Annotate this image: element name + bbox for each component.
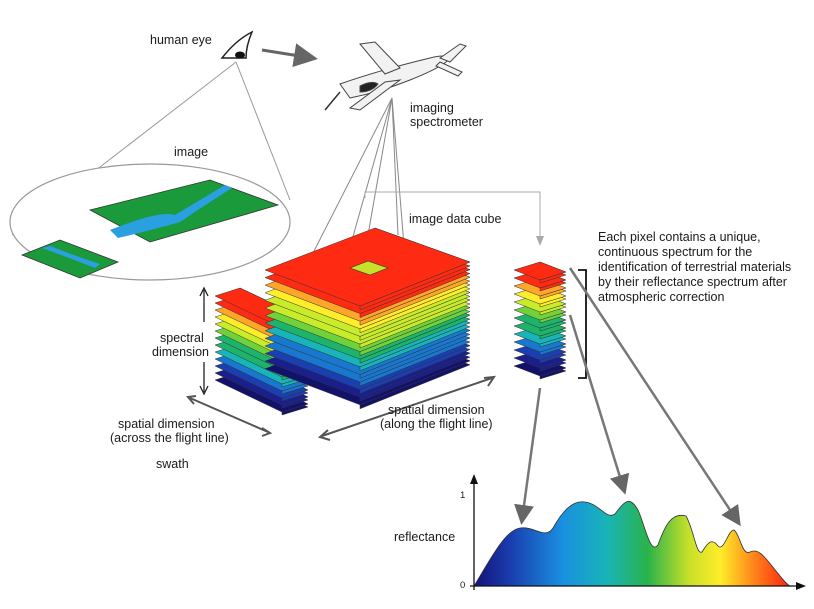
pixel-to-spectrum-arrows <box>514 267 741 527</box>
note-line-3: identification of terrestrial materials <box>598 260 791 274</box>
label-swath: swath <box>156 457 189 471</box>
eye-icon <box>220 30 254 59</box>
axis-label-zero: 0 <box>460 580 465 591</box>
label-image: image <box>174 145 208 159</box>
label-spectral: spectral <box>160 331 204 345</box>
data-cube-main-stack <box>264 227 471 410</box>
label-data-cube: image data cube <box>409 212 501 226</box>
scan-lines <box>311 97 544 266</box>
label-spectrometer: spectrometer <box>410 115 483 129</box>
spectrum-curve <box>473 501 791 587</box>
note-line-5: atmospheric correction <box>598 290 724 304</box>
across-flight-arrow <box>186 395 273 437</box>
note-line-2: continuous spectrum for the <box>598 245 752 259</box>
pixel-layer-top <box>513 261 567 281</box>
label-reflectance: reflectance <box>394 530 455 544</box>
airplane-icon <box>324 41 467 111</box>
spectral-dimension-arrow <box>199 286 209 396</box>
image-landscape <box>20 179 280 279</box>
selected-pixel <box>349 260 389 276</box>
axis-label-one: 1 <box>460 490 465 501</box>
y-axis-arrowhead <box>470 474 478 484</box>
label-along-1: spatial dimension <box>388 403 485 417</box>
label-dimension: dimension <box>152 345 209 359</box>
label-human-eye: human eye <box>150 33 212 47</box>
reflectance-spectrum <box>470 474 806 590</box>
label-across-1: spatial dimension <box>118 417 215 431</box>
note-line-4: by their reflectance spectrum after <box>598 275 787 289</box>
pixel-bracket <box>578 269 587 379</box>
along-flight-arrow <box>317 375 497 441</box>
label-imaging: imaging <box>410 101 454 115</box>
note-line-1: Each pixel contains a unique, <box>598 230 761 244</box>
label-across-2: (across the flight line) <box>110 431 229 445</box>
label-along-2: (along the flight line) <box>380 417 493 431</box>
eye-to-spectrometer-arrow <box>261 43 318 68</box>
pixel-spectrum-stack <box>513 261 567 380</box>
x-axis-arrowhead <box>796 582 806 590</box>
